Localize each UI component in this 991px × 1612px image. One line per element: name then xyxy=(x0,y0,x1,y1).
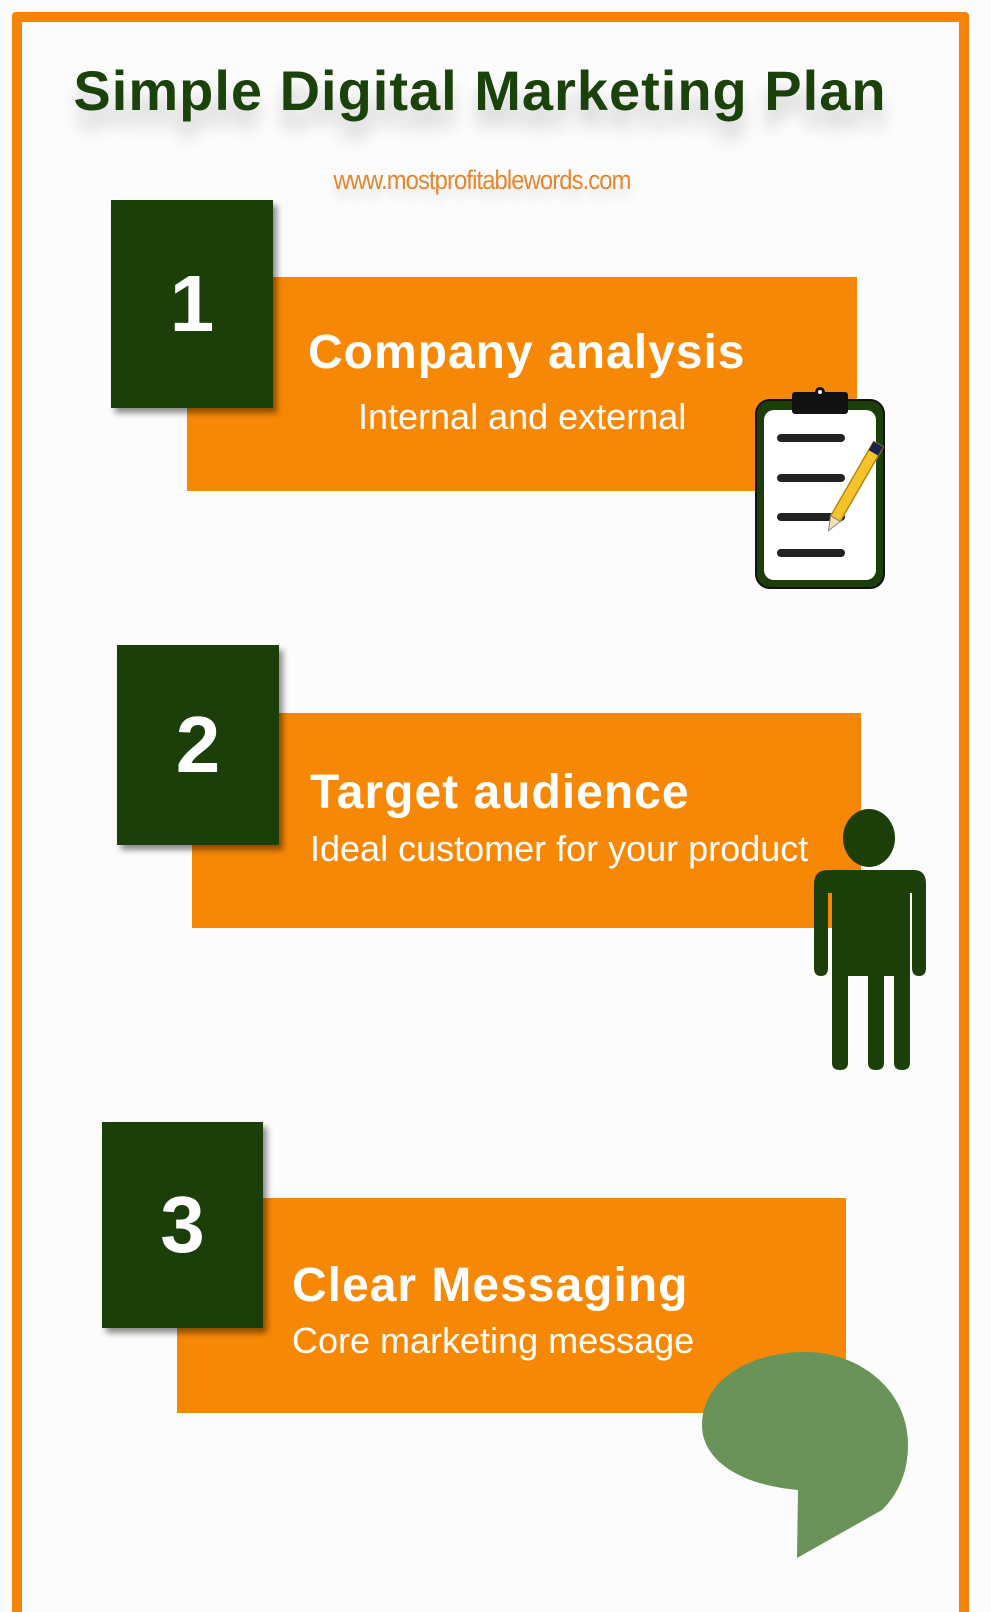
step-2-number: 2 xyxy=(117,645,279,845)
step-3-number: 3 xyxy=(102,1122,263,1328)
step-1-heading: Company analysis xyxy=(308,326,746,379)
person-icon xyxy=(814,809,926,1070)
step-1-band xyxy=(187,277,857,491)
step-1-number: 1 xyxy=(111,200,273,408)
website-url: www.mostprofitablewords.com xyxy=(333,165,631,195)
page-title: Simple Digital Marketing Plan xyxy=(73,59,887,122)
step-1-subtitle: Internal and external xyxy=(358,396,687,437)
clipboard-icon xyxy=(755,387,885,589)
step-2-subtitle: Ideal customer for your product xyxy=(310,828,809,869)
step-3-heading: Clear Messaging xyxy=(292,1259,689,1312)
step-2-band xyxy=(192,713,861,928)
speech-bubble-icon xyxy=(702,1352,908,1558)
step-2-heading: Target audience xyxy=(310,766,690,819)
step-3-subtitle: Core marketing message xyxy=(292,1320,695,1361)
